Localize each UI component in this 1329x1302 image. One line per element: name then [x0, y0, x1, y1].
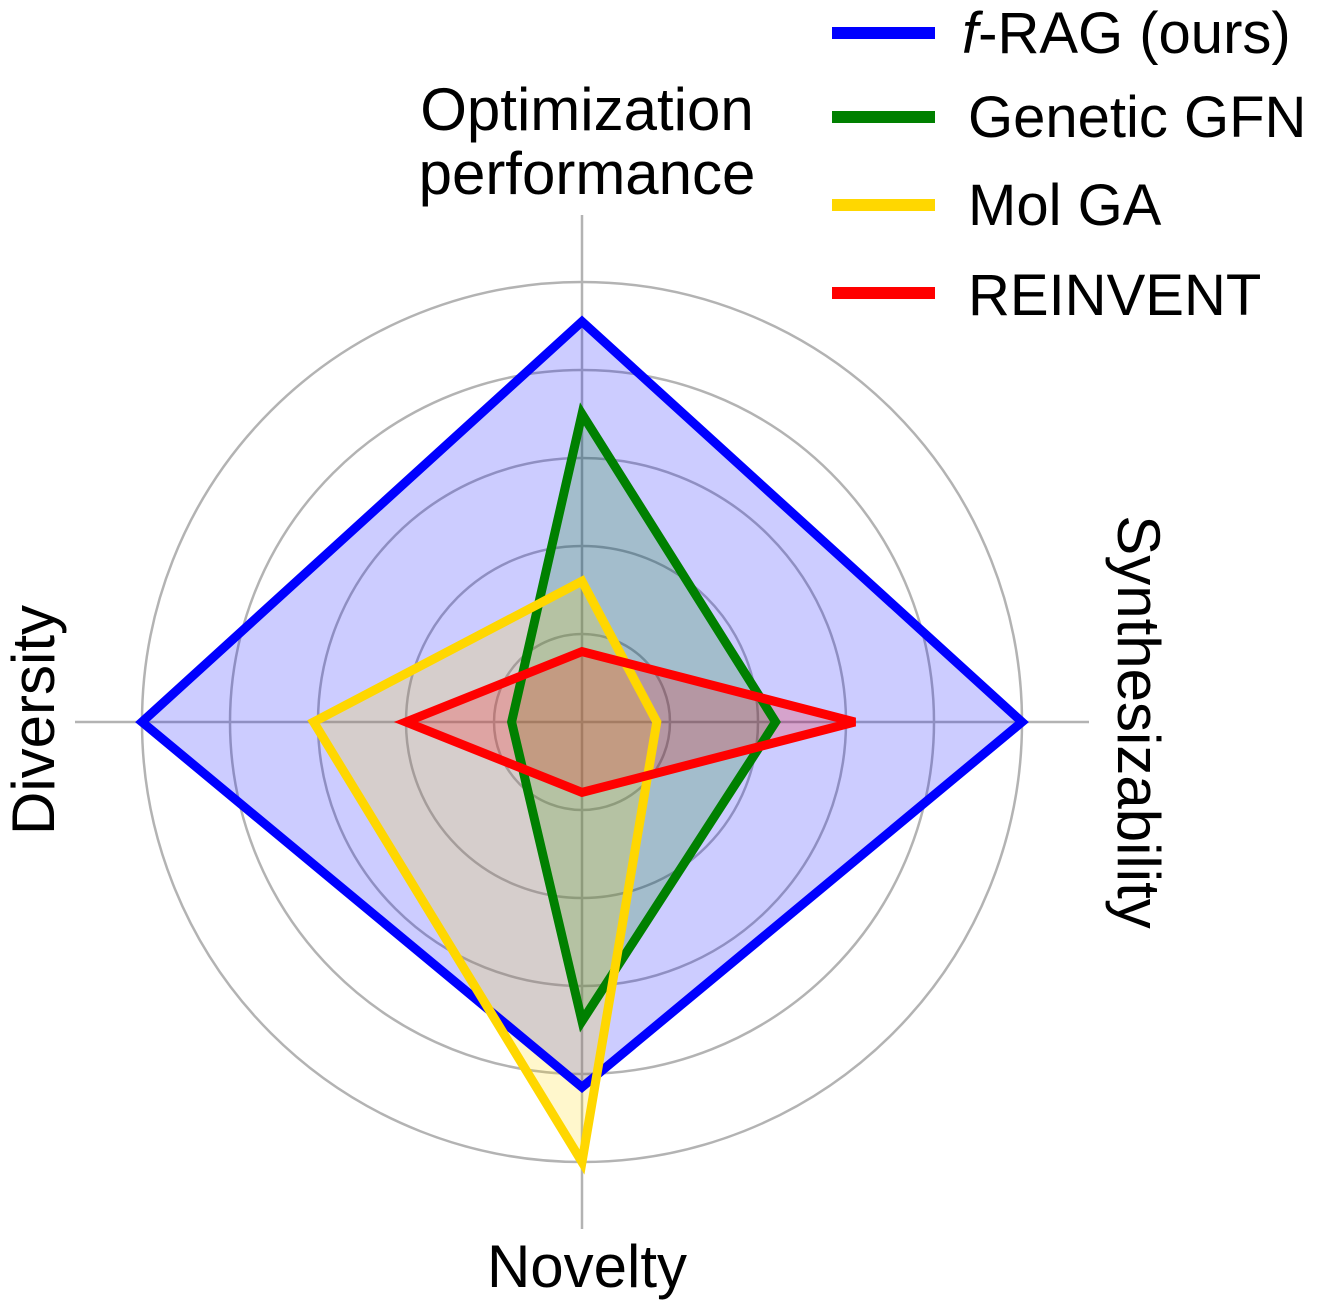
series-fill-f-rag-ours: [142, 321, 1022, 1088]
series-fills: [142, 321, 1022, 1162]
legend-label-reinvent: REINVENT: [968, 263, 1261, 328]
legend: f-RAG (ours) Genetic GFN Mol GA REINVENT: [832, 1, 1306, 328]
axis-label-novelty: Novelty: [487, 1233, 687, 1300]
axis-label-optimization-line1: Optimization: [420, 76, 753, 143]
series-lines: [135, 315, 1029, 1175]
axis-labels: Optimization performance Synthesizabilit…: [0, 76, 1172, 1300]
series-fill-genetic-gfn: [511, 414, 776, 1022]
series-fill-mol-ga: [313, 581, 657, 1162]
series-line-f-rag-ours: [135, 315, 1029, 1094]
series-line-genetic-gfn: [506, 402, 781, 1033]
legend-label-genetic-gfn: Genetic GFN: [968, 85, 1306, 150]
axis-label-synthesizability: Synthesizability: [1105, 515, 1172, 929]
axis-label-diversity: Diversity: [0, 605, 67, 835]
legend-label-frag: f-RAG (ours): [962, 1, 1291, 66]
axis-label-optimization-line2: performance: [419, 140, 756, 207]
series-line-mol-ga: [307, 575, 662, 1175]
legend-label-mol-ga: Mol GA: [968, 173, 1162, 238]
series-line-reinvent: [393, 646, 856, 798]
